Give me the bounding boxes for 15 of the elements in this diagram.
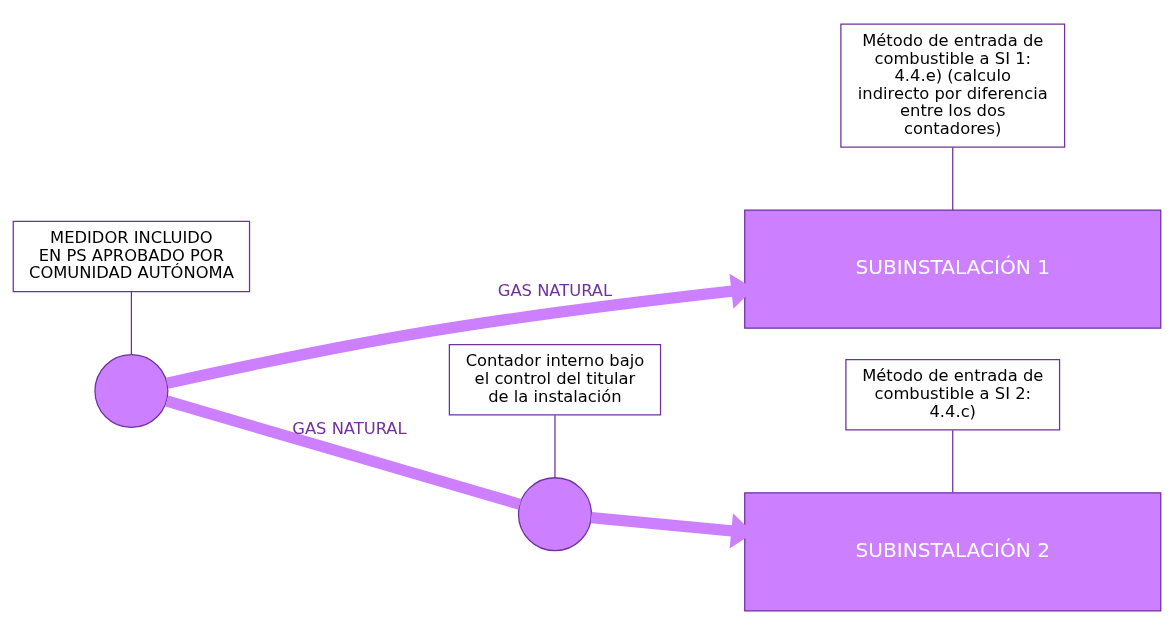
edge-label: GAS NATURAL [292, 419, 407, 439]
node-circle [517, 477, 593, 552]
connector [952, 429, 954, 493]
node-box: MEDIDOR INCLUIDO EN PS APROBADO POR COMUNIDAD AUTÓNOMA [12, 220, 251, 293]
node-box: Contador interno bajo el control del titular de la instalación [448, 343, 662, 416]
connector [130, 291, 132, 355]
node-box: SUBINSTALACIÓN 1 [744, 209, 1162, 329]
node-box: Método de entrada de combustible a SI 1: 4.4.e) (calculo indirecto por diferencia entre los dos contadores) [840, 23, 1066, 148]
connector [554, 414, 556, 479]
node-box: SUBINSTALACIÓN 2 [744, 492, 1162, 612]
edge-label: GAS NATURAL [497, 281, 613, 301]
node-box: Método de entrada de combustible a SI 2: 4.4.c) [845, 358, 1061, 431]
connector [952, 146, 954, 211]
node-circle [94, 353, 169, 429]
connector [165, 395, 522, 510]
